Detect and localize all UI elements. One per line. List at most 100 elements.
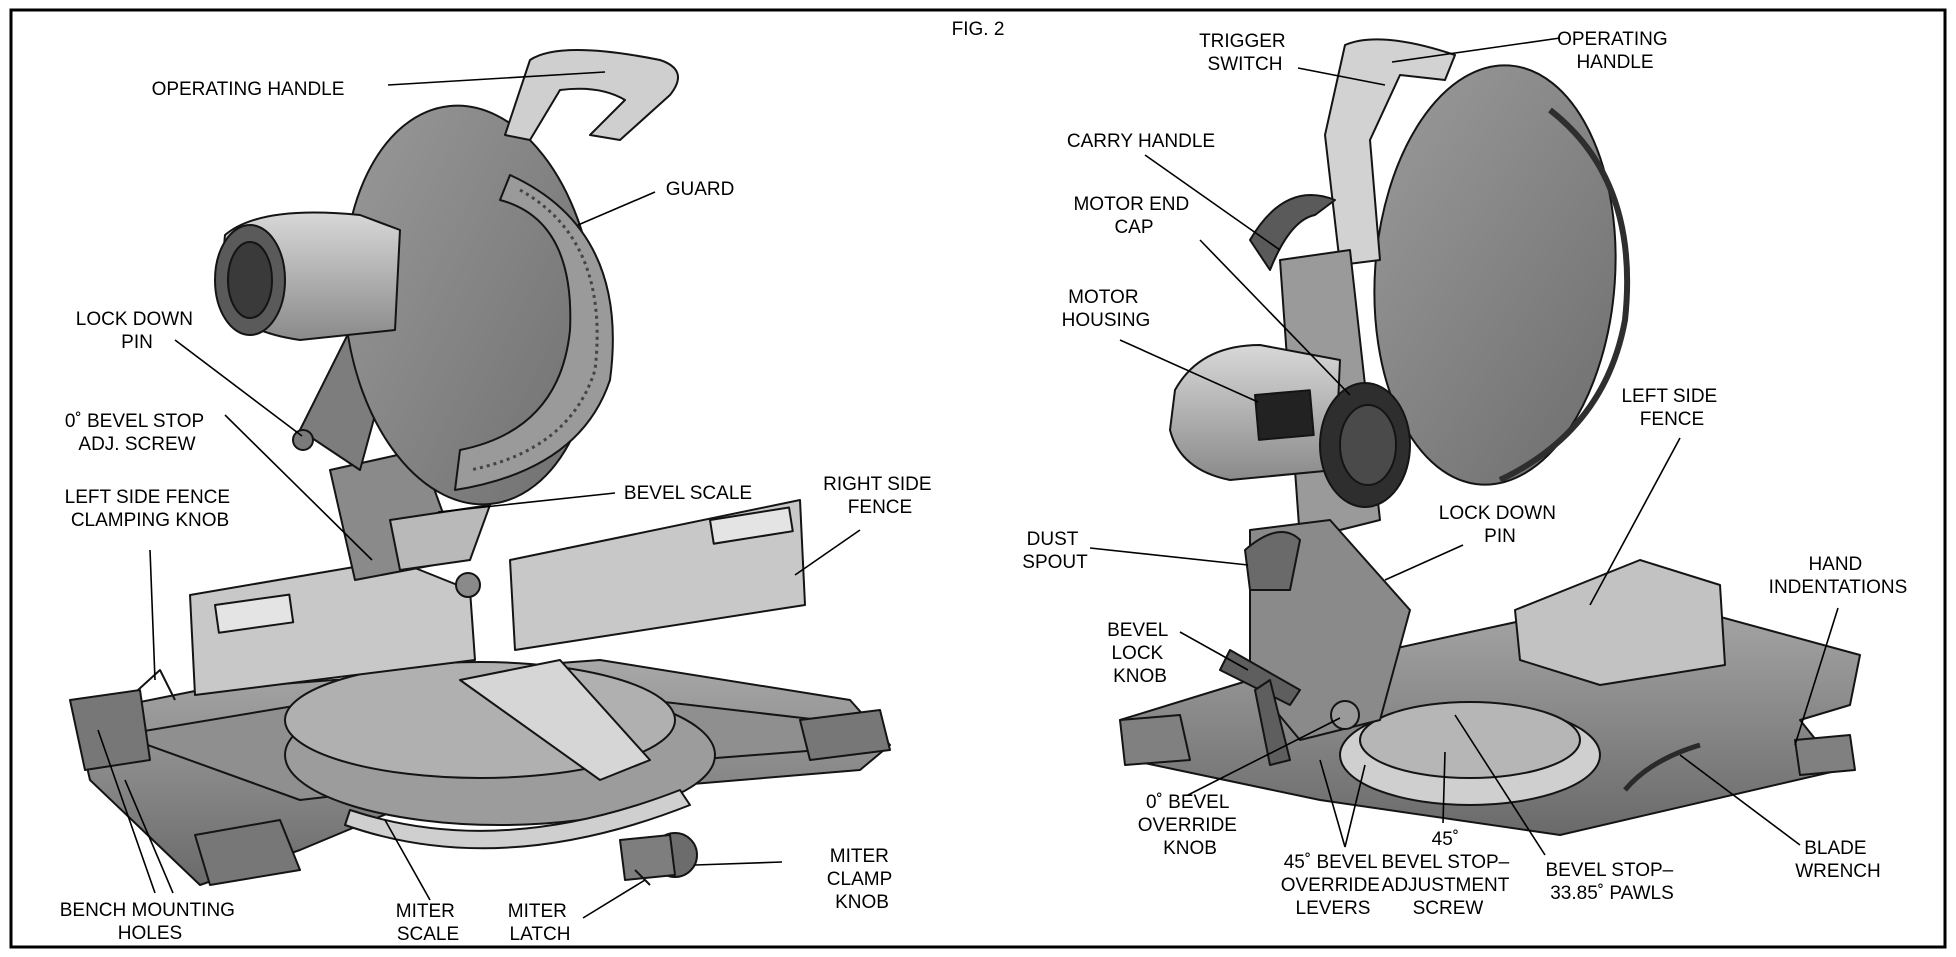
leader-motor-end-cap — [1199, 239, 1351, 396]
label-line: WRENCH — [1795, 861, 1881, 882]
leader-guard — [577, 191, 656, 226]
leader-left-side-fence — [1589, 437, 1681, 606]
leader-lock-down-pin — [174, 339, 303, 437]
label-line: KNOB — [1113, 666, 1167, 687]
label-line: LEVERS — [1296, 898, 1371, 919]
label-line: HOLES — [118, 923, 182, 944]
label-line: KNOB — [1163, 838, 1217, 859]
label-line: LEFT SIDE — [1621, 386, 1717, 407]
label-line: KNOB — [835, 892, 889, 913]
label-line: LOCK DOWN — [76, 309, 193, 330]
label-blade-wrench: BLADE WRENCH — [1795, 838, 1881, 882]
label-miter-latch: MITER LATCH — [508, 901, 572, 945]
label-line: INDENTATIONS — [1769, 577, 1908, 598]
label-guard: GUARD — [666, 179, 735, 200]
leader-bevel-lock-knob — [1179, 631, 1249, 671]
label-line: PIN — [1484, 526, 1516, 547]
leader-hand-indentations — [1794, 607, 1839, 746]
label-bevel-scale: BEVEL SCALE — [624, 483, 752, 504]
label-line: OVERRIDE — [1138, 815, 1237, 836]
label-line: MOTOR — [1068, 287, 1138, 308]
label-bevel-stop-adj-screw: 0˚ BEVEL STOP ADJ. SCREW — [65, 411, 209, 455]
label-line: GUARD — [666, 179, 735, 200]
label-line: BEVEL STOP– — [1381, 852, 1509, 873]
label-line: DUST — [1027, 529, 1079, 550]
label-line: 45˚ BEVEL — [1284, 852, 1377, 873]
leader-bench-holes-b — [124, 779, 174, 894]
leader-trigger-switch — [1297, 67, 1386, 86]
label-line: FENCE — [848, 497, 912, 518]
label-line: RIGHT SIDE — [823, 474, 931, 495]
label-line: LOCK — [1111, 643, 1163, 664]
label-line: CLAMP — [827, 869, 892, 890]
label-lock-down-pin: LOCK DOWN PIN — [76, 309, 198, 353]
label-line: TRIGGER — [1199, 31, 1286, 52]
leader-miter-clamp-knob — [694, 861, 783, 866]
label-bench-mounting-holes: BENCH MOUNTING HOLES — [60, 900, 241, 944]
label-line: MITER — [830, 846, 889, 867]
label-hand-indentations: HAND INDENTATIONS — [1769, 554, 1908, 598]
left-saw-illustration — [69, 49, 891, 886]
label-line: HANDLE — [1576, 52, 1653, 73]
label-bevel-stop-adjustment-screw: 45˚ BEVEL STOP– ADJUSTMENT SCREW — [1381, 829, 1514, 919]
leader-bench-holes-a — [97, 729, 156, 894]
label-operating-handle-r: OPERATING HANDLE — [1557, 29, 1673, 73]
leader-miter-latch — [582, 879, 646, 919]
leader-motor-housing — [1119, 339, 1259, 403]
figure-title: FIG. 2 — [952, 19, 1005, 40]
label-line: ADJ. SCREW — [78, 434, 195, 455]
label-carry-handle: CARRY HANDLE — [1067, 131, 1215, 152]
label-left-side-fence: LEFT SIDE FENCE — [1621, 386, 1722, 430]
label-line: MOTOR END — [1073, 194, 1189, 215]
label-line: HAND — [1808, 554, 1862, 575]
figure-frame — [9, 8, 1947, 949]
label-trigger-switch: TRIGGER SWITCH — [1199, 31, 1291, 75]
leader-bevel-override-knob — [1187, 717, 1341, 796]
leader-blade-wrench — [1679, 754, 1801, 846]
leader-lock-down-pin-r — [1384, 544, 1464, 581]
leader-operating-handle — [387, 71, 606, 86]
label-motor-end-cap: MOTOR END CAP — [1073, 194, 1194, 238]
leader-override-levers-b — [1344, 764, 1366, 848]
leader-right-side-fence — [794, 529, 861, 576]
label-line: 33.85˚ PAWLS — [1550, 883, 1674, 904]
leader-bevel-scale — [437, 492, 616, 513]
label-line: SCALE — [397, 924, 459, 945]
leader-bevel-stop-pawls — [1454, 714, 1546, 856]
label-operating-handle: OPERATING HANDLE — [152, 79, 345, 100]
left-view-labels: OPERATING HANDLE GUARD LOCK DOWN PIN 0˚ … — [60, 79, 937, 945]
label-line: OVERRIDE — [1281, 875, 1380, 896]
label-line: MITER — [396, 901, 455, 922]
label-line: BENCH MOUNTING — [60, 900, 235, 921]
label-bevel-override-knob: 0˚ BEVEL OVERRIDE KNOB — [1138, 792, 1243, 859]
label-line: ADJUSTMENT — [1382, 875, 1510, 896]
label-line: HOUSING — [1062, 310, 1151, 331]
leader-dust-spout — [1089, 547, 1249, 566]
label-line: 45˚ — [1432, 829, 1459, 850]
label-line: OPERATING — [1557, 29, 1668, 50]
label-line: CAP — [1114, 217, 1153, 238]
label-motor-housing: MOTOR HOUSING — [1062, 287, 1151, 331]
label-line: BEVEL SCALE — [624, 483, 752, 504]
label-miter-scale: MITER SCALE — [396, 901, 460, 945]
label-line: FENCE — [1640, 409, 1704, 430]
label-line: CARRY HANDLE — [1067, 131, 1215, 152]
label-line: 0˚ BEVEL — [1146, 792, 1229, 813]
leader-carry-handle — [1144, 154, 1281, 251]
label-line: CLAMPING KNOB — [71, 510, 229, 531]
label-left-side-fence-clamping-knob: LEFT SIDE FENCE CLAMPING KNOB — [65, 487, 236, 531]
leader-miter-scale — [384, 819, 431, 901]
label-right-side-fence: RIGHT SIDE FENCE — [823, 474, 937, 518]
label-line: SCREW — [1413, 898, 1484, 919]
label-line: SWITCH — [1208, 54, 1283, 75]
leader-bevel-stop-adj-screw-r — [1442, 751, 1446, 824]
leader-left-side-fence-knob — [149, 549, 156, 681]
leader-lines — [97, 37, 1839, 919]
leader-operating-handle-r — [1391, 37, 1561, 63]
label-line: MITER — [508, 901, 567, 922]
label-bevel-override-levers: 45˚ BEVEL OVERRIDE LEVERS — [1281, 852, 1386, 919]
label-line: SPOUT — [1022, 552, 1088, 573]
label-line: BLADE — [1804, 838, 1866, 859]
label-bevel-lock-knob: BEVEL LOCK KNOB — [1107, 620, 1173, 687]
